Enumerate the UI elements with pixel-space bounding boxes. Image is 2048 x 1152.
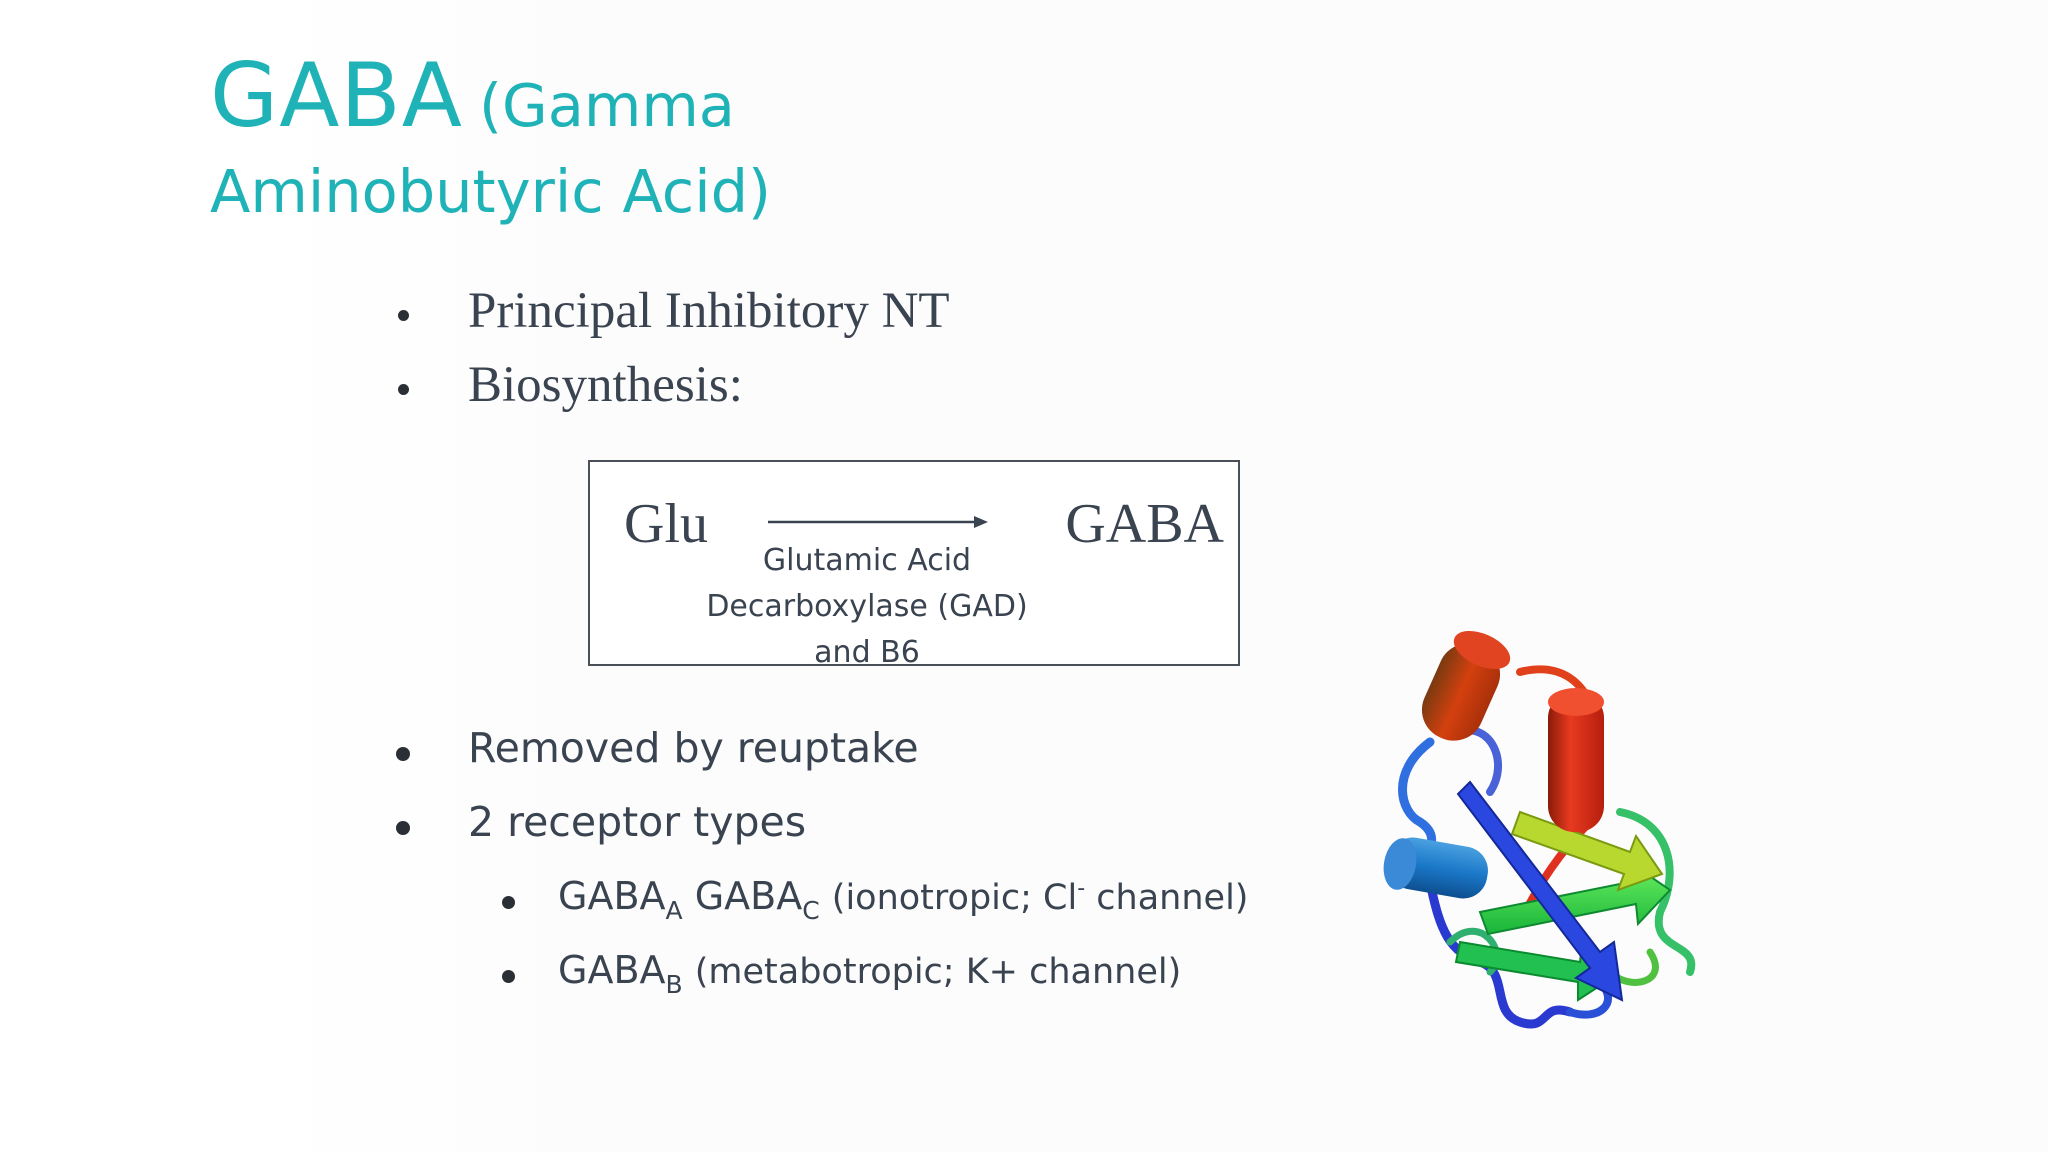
bullet-dot xyxy=(502,970,515,983)
receptor-gaba-b: GABAB xyxy=(558,948,683,999)
sub-bullet-ionotropic: GABAA GABAC (ionotropic; Cl- channel) xyxy=(502,874,1249,925)
helix-blue xyxy=(1383,837,1488,899)
bullet-text: Principal Inhibitory NT xyxy=(468,283,950,339)
receptor-gaba-c: GABAC xyxy=(694,874,820,925)
bullet-text: Biosynthesis: xyxy=(468,357,743,413)
bullet-dot xyxy=(502,896,515,909)
reaction-arrow-icon xyxy=(768,516,988,528)
bullet-principal-inhibitory: Principal Inhibitory NT xyxy=(398,282,950,340)
protein-structure-image xyxy=(1383,630,1696,1029)
title-subtitle-line2: Aminobutyric Acid) xyxy=(210,157,772,226)
bullet-dot xyxy=(396,821,410,835)
bullet-text: 2 receptor types xyxy=(468,798,807,846)
bullet-dot xyxy=(398,310,409,321)
helix-red-left xyxy=(1421,630,1511,741)
title-subtitle-line1: (Gamma xyxy=(478,71,735,140)
receptor-gaba-a: GABAA xyxy=(558,874,683,925)
metabotropic-description: (metabotropic; K+ channel) xyxy=(694,952,1182,992)
ionotropic-description: (ionotropic; Cl- channel) xyxy=(831,876,1249,919)
enzyme-line: and B6 xyxy=(814,635,920,670)
sub-bullet-metabotropic: GABAB (metabotropic; K+ channel) xyxy=(502,948,1182,999)
biosynthesis-reaction-box: Glu GABA Glutamic Acid Decarboxylase (GA… xyxy=(588,460,1240,670)
helix-red-right xyxy=(1548,688,1604,832)
reaction-enzyme: Glutamic Acid Decarboxylase (GAD) and B6 xyxy=(702,538,1032,676)
title-main: GABA xyxy=(210,44,463,147)
bullet-biosynthesis: Biosynthesis: xyxy=(398,356,743,414)
reaction-substrate: Glu xyxy=(624,493,708,555)
slide-title: GABA(Gamma Aminobutyric Acid) xyxy=(210,52,772,226)
enzyme-line: Glutamic Acid xyxy=(762,543,972,578)
bullet-text: Removed by reuptake xyxy=(468,724,919,772)
bullet-reuptake: Removed by reuptake xyxy=(396,724,919,772)
bullet-dot xyxy=(398,384,409,395)
bullet-dot xyxy=(396,747,410,761)
reaction-product: GABA xyxy=(1065,493,1224,555)
bullet-receptor-types: 2 receptor types xyxy=(396,798,807,846)
enzyme-line: Decarboxylase (GAD) xyxy=(706,589,1028,624)
